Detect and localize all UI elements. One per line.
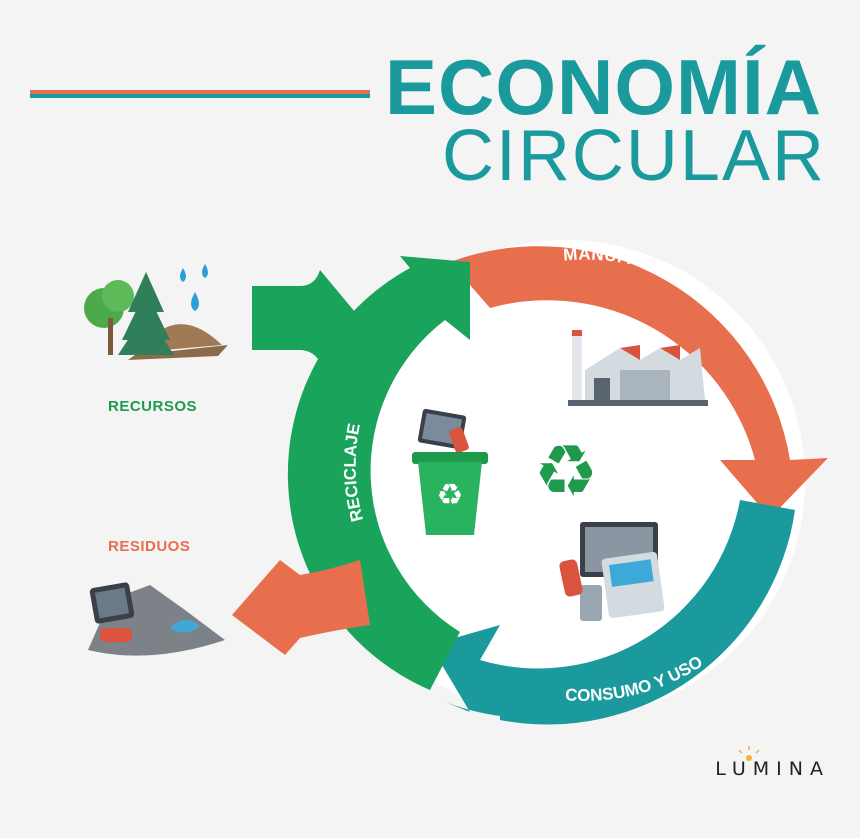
recursos-input-arrow xyxy=(252,270,360,365)
factory-icon xyxy=(568,330,708,406)
recycle-symbol-icon: ♻ xyxy=(534,429,599,513)
consumo-arrow xyxy=(430,500,795,725)
svg-text:♻: ♻ xyxy=(437,478,464,513)
residuos-label: RESIDUOS xyxy=(108,538,191,555)
waste-pile-icon xyxy=(88,582,225,656)
manufactura-arrow xyxy=(450,246,828,518)
lumina-logo-mark xyxy=(738,746,760,761)
recycle-bin-icon: ♻ xyxy=(412,408,488,535)
lumina-logo: LUMINA xyxy=(715,758,830,780)
trees-water-icon xyxy=(84,264,228,360)
title-divider xyxy=(30,90,370,98)
title-line-2: CIRCULAR xyxy=(441,116,826,196)
recursos-label: RECURSOS xyxy=(108,398,198,415)
svg-text:♻: ♻ xyxy=(534,429,599,513)
title-line-1: ECONOMÍA xyxy=(385,43,822,131)
residuos-output-arrow xyxy=(232,560,370,655)
devices-icon xyxy=(559,522,665,621)
